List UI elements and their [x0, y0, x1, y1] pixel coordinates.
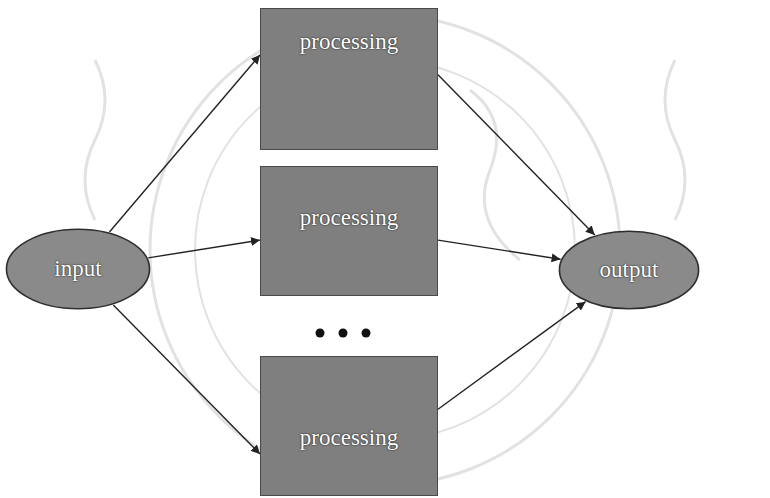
- arrow-connector: [148, 240, 260, 258]
- ellipse-shape: [559, 231, 698, 309]
- arrow-connector: [438, 240, 561, 259]
- watermark-ornament: [665, 60, 685, 220]
- node-label: processing: [300, 29, 398, 54]
- ellipsis-dot: [362, 329, 371, 338]
- node-label: processing: [300, 205, 398, 230]
- terminal-ellipse: output: [558, 230, 700, 310]
- terminal-ellipse: input: [5, 228, 151, 310]
- arrow-connector: [438, 302, 586, 410]
- arrow-connector: [109, 55, 260, 232]
- arrow-connector: [438, 75, 595, 235]
- node-label: input: [54, 256, 101, 281]
- ellipsis-dot: [339, 329, 348, 338]
- process-box: processing: [260, 356, 438, 496]
- process-box: processing: [260, 166, 438, 296]
- ellipsis-dot: [316, 329, 325, 338]
- ellipsis-dots: [316, 329, 371, 338]
- watermark-ornament: [85, 60, 105, 220]
- node-label: output: [600, 257, 659, 282]
- process-box: processing: [260, 8, 438, 150]
- ellipse-shape: [6, 229, 149, 309]
- node-label: processing: [300, 425, 398, 450]
- arrow-connector: [113, 305, 260, 454]
